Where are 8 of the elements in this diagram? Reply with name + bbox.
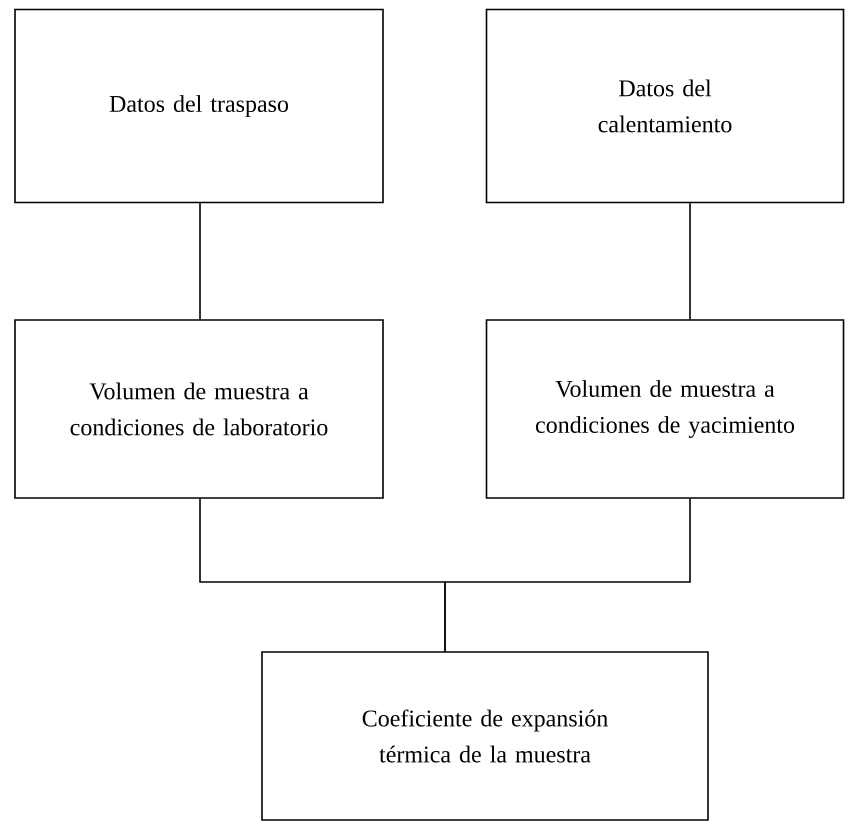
process-box: Datos del calentamiento (486, 8, 844, 204)
process-box: Coeficiente de expansión térmica de la muestra (261, 651, 709, 821)
process-box: Datos del traspaso (14, 8, 384, 204)
process-box: Volumen de muestra a condiciones de yacimiento (486, 319, 844, 499)
process-box: Volumen de muestra a condiciones de laboratorio (14, 319, 384, 499)
connector-line (689, 203, 691, 320)
connector-line (199, 203, 201, 320)
connector-line (444, 498, 691, 652)
